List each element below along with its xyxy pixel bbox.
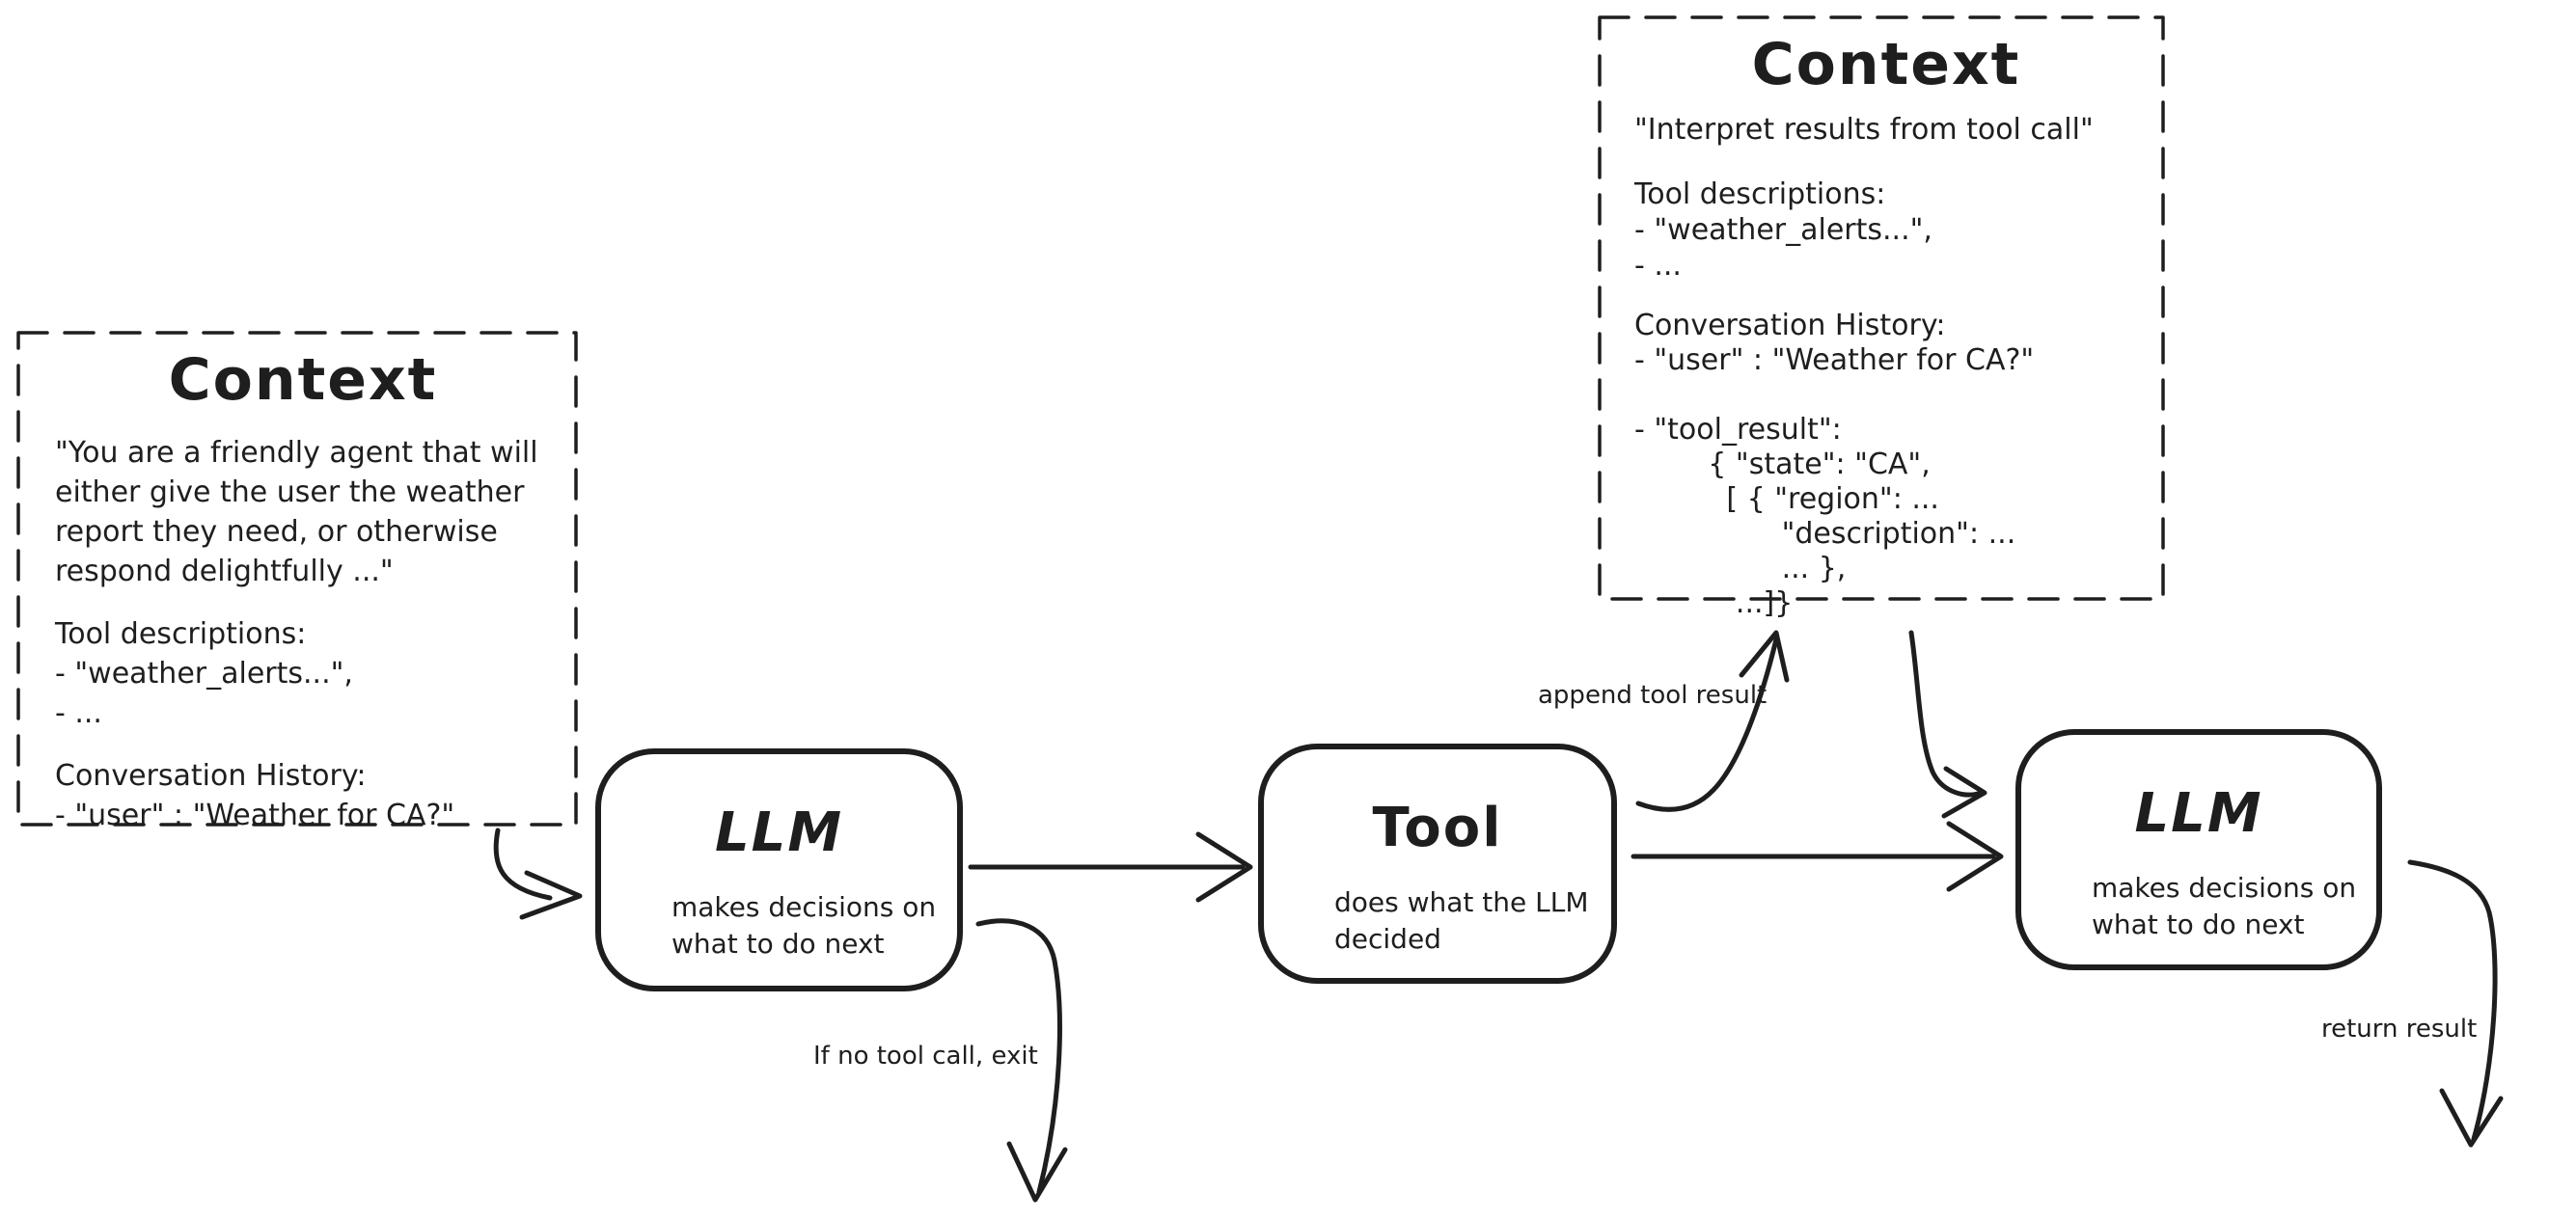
- arrowhead-tool-to-llm2: [1946, 821, 2004, 892]
- arrowhead-tool-to-context-right: [1739, 630, 1790, 683]
- context-left-conversation-history: Conversation History: - "user" : "Weathe…: [55, 759, 455, 832]
- label-no-tool-call-exit: If no tool call, exit: [813, 1042, 1038, 1071]
- arrow-llm1-exit: [975, 918, 1062, 1195]
- arrowhead-context-left-to-llm1: [519, 870, 583, 920]
- node-llm-2-border: [2015, 729, 2382, 970]
- node-tool-subtitle: does what the LLM decided: [1334, 886, 1589, 955]
- arrow-context-right-to-llm2: [1908, 630, 1981, 798]
- arrow-llm2-return: [2407, 859, 2498, 1142]
- context-left-tool-descriptions: Tool descriptions: - "weather_alerts..."…: [55, 617, 353, 730]
- context-left-border: [16, 331, 578, 827]
- arrow-context-left-to-llm1: [493, 828, 553, 901]
- arrowhead-llm2-return: [2439, 1088, 2504, 1148]
- context-right-border: [1598, 15, 2165, 601]
- arrowhead-llm1-to-tool: [1195, 831, 1253, 903]
- context-right-tool-descriptions: Tool descriptions: - "weather_alerts..."…: [1634, 177, 1932, 283]
- arrow-tool-to-context-right: [1635, 637, 1779, 812]
- node-llm-2: LLM makes decisions on what to do next: [2018, 732, 2379, 967]
- node-llm-2-title: LLM: [2134, 782, 2263, 845]
- node-tool: Tool does what the LLM decided: [1261, 746, 1614, 981]
- node-tool-title: Tool: [1372, 797, 1503, 859]
- label-append-tool-result: append tool result: [1538, 681, 1768, 710]
- node-llm-1-subtitle: makes decisions on what to do next: [671, 891, 937, 960]
- node-tool-border: [1258, 744, 1617, 984]
- node-llm-1-title: LLM: [714, 801, 844, 864]
- label-return-result: return result: [2321, 1015, 2478, 1044]
- context-right-box: Context "Interpret results from tool cal…: [1600, 17, 2163, 620]
- context-left-box: Context "You are a friendly agent that w…: [18, 333, 576, 832]
- context-left-title: Context: [168, 346, 438, 414]
- node-llm-2-subtitle: makes decisions on what to do next: [2092, 872, 2357, 940]
- arrowhead-llm1-exit: [1006, 1141, 1068, 1203]
- context-right-title: Context: [1751, 31, 2021, 98]
- arrowhead-context-right-to-llm2: [1941, 766, 1987, 819]
- context-right-conversation-history: Conversation History: - "user" : "Weathe…: [1634, 309, 2035, 620]
- context-right-system-prompt: "Interpret results from tool call": [1634, 113, 2094, 147]
- node-llm-1-border: [595, 748, 963, 991]
- context-left-system-prompt: "You are a friendly agent that will eith…: [55, 436, 538, 588]
- node-llm-1: LLM makes decisions on what to do next: [598, 751, 960, 989]
